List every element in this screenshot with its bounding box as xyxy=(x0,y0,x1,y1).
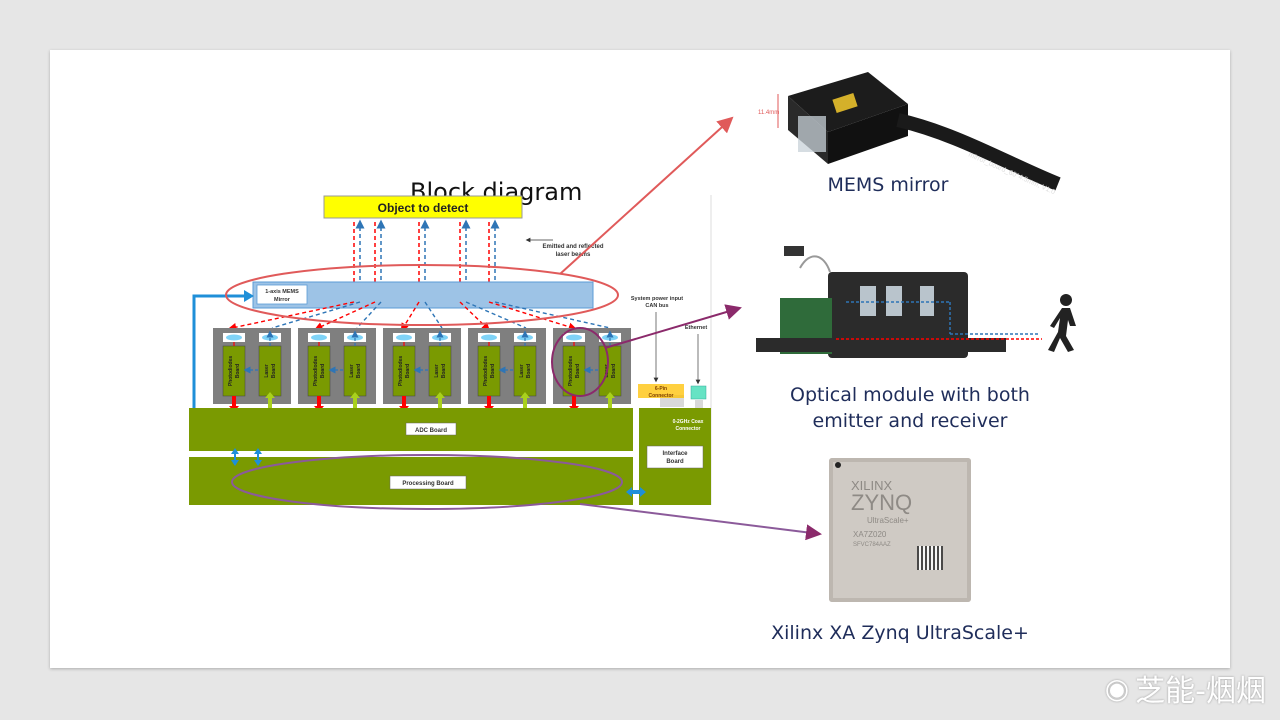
svg-text:Board: Board xyxy=(575,364,581,378)
adc-processing-arrows xyxy=(231,448,262,466)
power-up-arrow xyxy=(265,392,275,408)
svg-text:Board: Board xyxy=(235,364,241,378)
weibo-icon: ◉ xyxy=(1104,671,1130,705)
zynq-chip-photo: XILINX ZYNQ UltraScale+ XA7Z020 SFVC784A… xyxy=(829,458,971,602)
power-can-label: System power input CAN bus xyxy=(631,296,683,383)
svg-text:Photodiodes: Photodiodes xyxy=(313,356,319,386)
lens-icon xyxy=(396,334,412,341)
mirror-control-line xyxy=(192,294,246,410)
svg-text:Emitted and reflected: Emitted and reflected xyxy=(542,244,603,250)
beam-annotation: Emitted and reflected laser beams xyxy=(525,237,604,258)
mems-mirror-bar: 1-axis MEMS Mirror xyxy=(252,281,594,309)
svg-text:Board: Board xyxy=(271,364,277,378)
svg-text:ADC Board: ADC Board xyxy=(415,428,447,434)
mems-callout-ellipse xyxy=(225,264,619,326)
power-up-arrow xyxy=(520,392,530,408)
power-up-arrow xyxy=(350,392,360,408)
svg-text:6-Pin: 6-Pin xyxy=(655,386,667,392)
svg-text:Laser: Laser xyxy=(434,364,440,377)
ethernet-label: Ethernet xyxy=(685,325,707,385)
lens-icon xyxy=(311,334,327,341)
six-pin-connector: 6-Pin Connector xyxy=(638,384,684,399)
processing-callout-ellipse xyxy=(231,454,623,510)
svg-text:1-axis MEMS: 1-axis MEMS xyxy=(265,289,299,295)
svg-text:Board: Board xyxy=(356,364,362,378)
laser-board xyxy=(258,345,282,397)
svg-text:Mirror: Mirror xyxy=(274,297,291,303)
photodiode-board xyxy=(307,345,331,397)
svg-text:Laser: Laser xyxy=(264,364,270,377)
svg-text:Connector: Connector xyxy=(649,393,674,399)
lens-icon xyxy=(566,334,582,341)
svg-text:Board: Board xyxy=(526,364,532,378)
svg-text:Connector: Connector xyxy=(676,426,701,432)
svg-text:System power input: System power input xyxy=(631,296,683,302)
svg-text:Board: Board xyxy=(441,364,447,378)
laser-board xyxy=(513,345,537,397)
mems-callout-arrow xyxy=(559,116,734,275)
processing-board: Processing Board xyxy=(189,457,633,505)
slide: Block diagram Object to detect Emitted a… xyxy=(50,50,1230,668)
adc-board: ADC Board xyxy=(189,408,633,451)
svg-text:Photodiodes: Photodiodes xyxy=(398,356,404,386)
interface-board: 0-2GHz Coax Connector Interface Board xyxy=(626,395,711,505)
object-to-detect-box: Object to detect xyxy=(323,195,523,219)
svg-text:0-2GHz Coax: 0-2GHz Coax xyxy=(673,419,704,425)
chip-caption: Xilinx XA Zynq UltraScale+ xyxy=(771,622,1029,644)
mems-mirror-caption: MEMS mirror xyxy=(827,174,949,196)
ethernet-port xyxy=(690,385,707,400)
svg-text:Board: Board xyxy=(611,364,617,378)
laser-beams-vertical xyxy=(349,219,500,301)
optical-module-caption: Optical module with both emitter and rec… xyxy=(790,384,1030,432)
svg-text:Board: Board xyxy=(405,364,411,378)
svg-text:laser beams: laser beams xyxy=(556,252,591,258)
lens-icon xyxy=(481,334,497,341)
photodiode-board xyxy=(392,345,416,397)
mems-mirror-photo: mirror_board_60°4.5mm, V1.0 11.4mm xyxy=(758,72,1061,194)
photodiode-board xyxy=(222,345,246,397)
datamatrix-code xyxy=(917,546,943,570)
laser-board xyxy=(343,345,367,397)
svg-text:Board: Board xyxy=(320,364,326,378)
laser-board xyxy=(598,345,622,397)
svg-text:Photodiodes: Photodiodes xyxy=(483,356,489,386)
svg-text:CAN bus: CAN bus xyxy=(645,303,668,309)
lens-icon xyxy=(226,334,242,341)
svg-text:Interface: Interface xyxy=(662,451,688,457)
object-label: Object to detect xyxy=(378,201,469,215)
optical-module-photo xyxy=(756,246,1076,358)
svg-text:Board: Board xyxy=(490,364,496,378)
block-diagram: Object to detect Emitted and reflected l… xyxy=(189,116,822,541)
svg-text:Photodiodes: Photodiodes xyxy=(228,356,234,386)
photodiode-board xyxy=(562,345,586,397)
power-up-arrow xyxy=(605,392,615,408)
laser-board xyxy=(428,345,452,397)
processing-callout-arrow xyxy=(579,503,822,541)
svg-text:Photodiodes: Photodiodes xyxy=(568,356,574,386)
svg-text:Ethernet: Ethernet xyxy=(685,325,707,331)
power-up-arrow xyxy=(435,392,445,408)
svg-text:Processing Board: Processing Board xyxy=(402,481,454,487)
svg-text:Laser: Laser xyxy=(349,364,355,377)
module-callout-ellipse xyxy=(551,327,609,397)
svg-text:Laser: Laser xyxy=(519,364,525,377)
photodiode-board xyxy=(477,345,501,397)
svg-text:Board: Board xyxy=(666,459,684,465)
module-callout-arrow xyxy=(604,304,742,349)
walking-person-icon xyxy=(1048,294,1076,352)
watermark: ◉ 芝能-烟烟 xyxy=(1104,671,1266,710)
svg-text:11.4mm: 11.4mm xyxy=(758,110,779,116)
